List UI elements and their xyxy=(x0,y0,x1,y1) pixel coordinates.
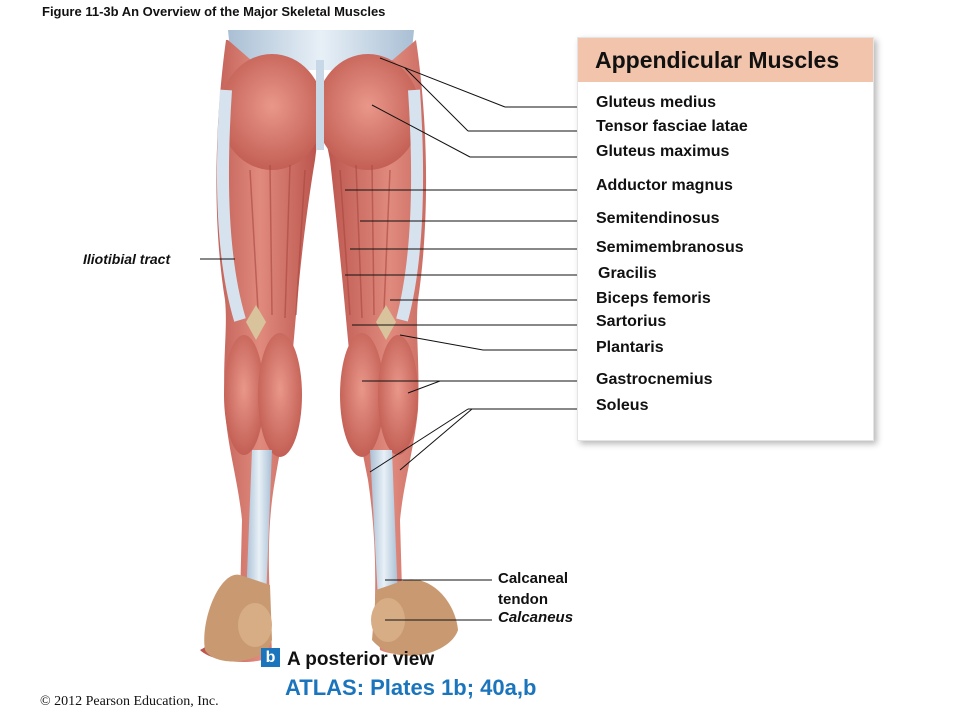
label-gluteus-maximus: Gluteus maximus xyxy=(596,143,730,160)
label-sartorius: Sartorius xyxy=(596,313,667,330)
label-semitendinosus: Semitendinosus xyxy=(596,210,720,227)
left-gastrocnemius-medial xyxy=(258,333,302,457)
right-gastrocnemius-medial xyxy=(340,333,384,457)
right-hamstring-lines xyxy=(339,164,391,319)
label-gluteus-medius: Gluteus medius xyxy=(596,94,717,111)
label-plantaris: Plantaris xyxy=(596,339,664,356)
label-adductor-magnus: Adductor magnus xyxy=(596,177,733,194)
label-biceps-femoris: Biceps femoris xyxy=(596,290,711,307)
right-popliteal-fossa xyxy=(376,305,396,340)
left-hamstring-lines xyxy=(249,164,306,319)
view-caption: A posterior view xyxy=(287,649,435,670)
left-gluteus-maximus xyxy=(220,54,324,170)
appendicular-muscles-panel: Appendicular Muscles xyxy=(577,37,874,441)
panel-letter-badge: b xyxy=(261,648,280,667)
label-gastrocnemius: Gastrocnemius xyxy=(596,371,713,388)
label-iliotibial-tract: Iliotibial tract xyxy=(83,251,171,267)
label-tensor-fasciae-latae: Tensor fasciae latae xyxy=(596,118,748,135)
left-popliteal-fossa xyxy=(246,305,266,340)
label-gracilis: Gracilis xyxy=(598,265,657,282)
atlas-reference: ATLAS: Plates 1b; 40a,b xyxy=(285,675,537,700)
right-iliotibial-tract xyxy=(396,89,424,322)
leader-lines xyxy=(200,57,585,621)
left-gastrocnemius-lateral xyxy=(224,335,264,455)
figure-title: Figure 11-3b An Overview of the Major Sk… xyxy=(42,4,386,19)
right-gluteus-maximus xyxy=(316,54,420,170)
panel-header: Appendicular Muscles xyxy=(578,38,873,82)
label-calcaneal-tendon: Calcaneal tendon xyxy=(498,570,569,608)
left-calcaneal-tendon xyxy=(246,450,272,600)
label-soleus: Soleus xyxy=(596,397,649,414)
left-leg xyxy=(200,40,320,662)
right-calcaneal-tendon xyxy=(370,450,398,600)
panel-title: Appendicular Muscles xyxy=(595,47,840,73)
copyright-notice: © 2012 Pearson Education, Inc. xyxy=(40,694,219,709)
right-gastrocnemius-lateral xyxy=(378,335,418,455)
left-iliotibial-tract xyxy=(216,89,246,322)
label-semimembranosus: Semimembranosus xyxy=(596,239,744,256)
left-heel xyxy=(238,603,272,647)
label-calcaneus: Calcaneus xyxy=(498,609,574,626)
